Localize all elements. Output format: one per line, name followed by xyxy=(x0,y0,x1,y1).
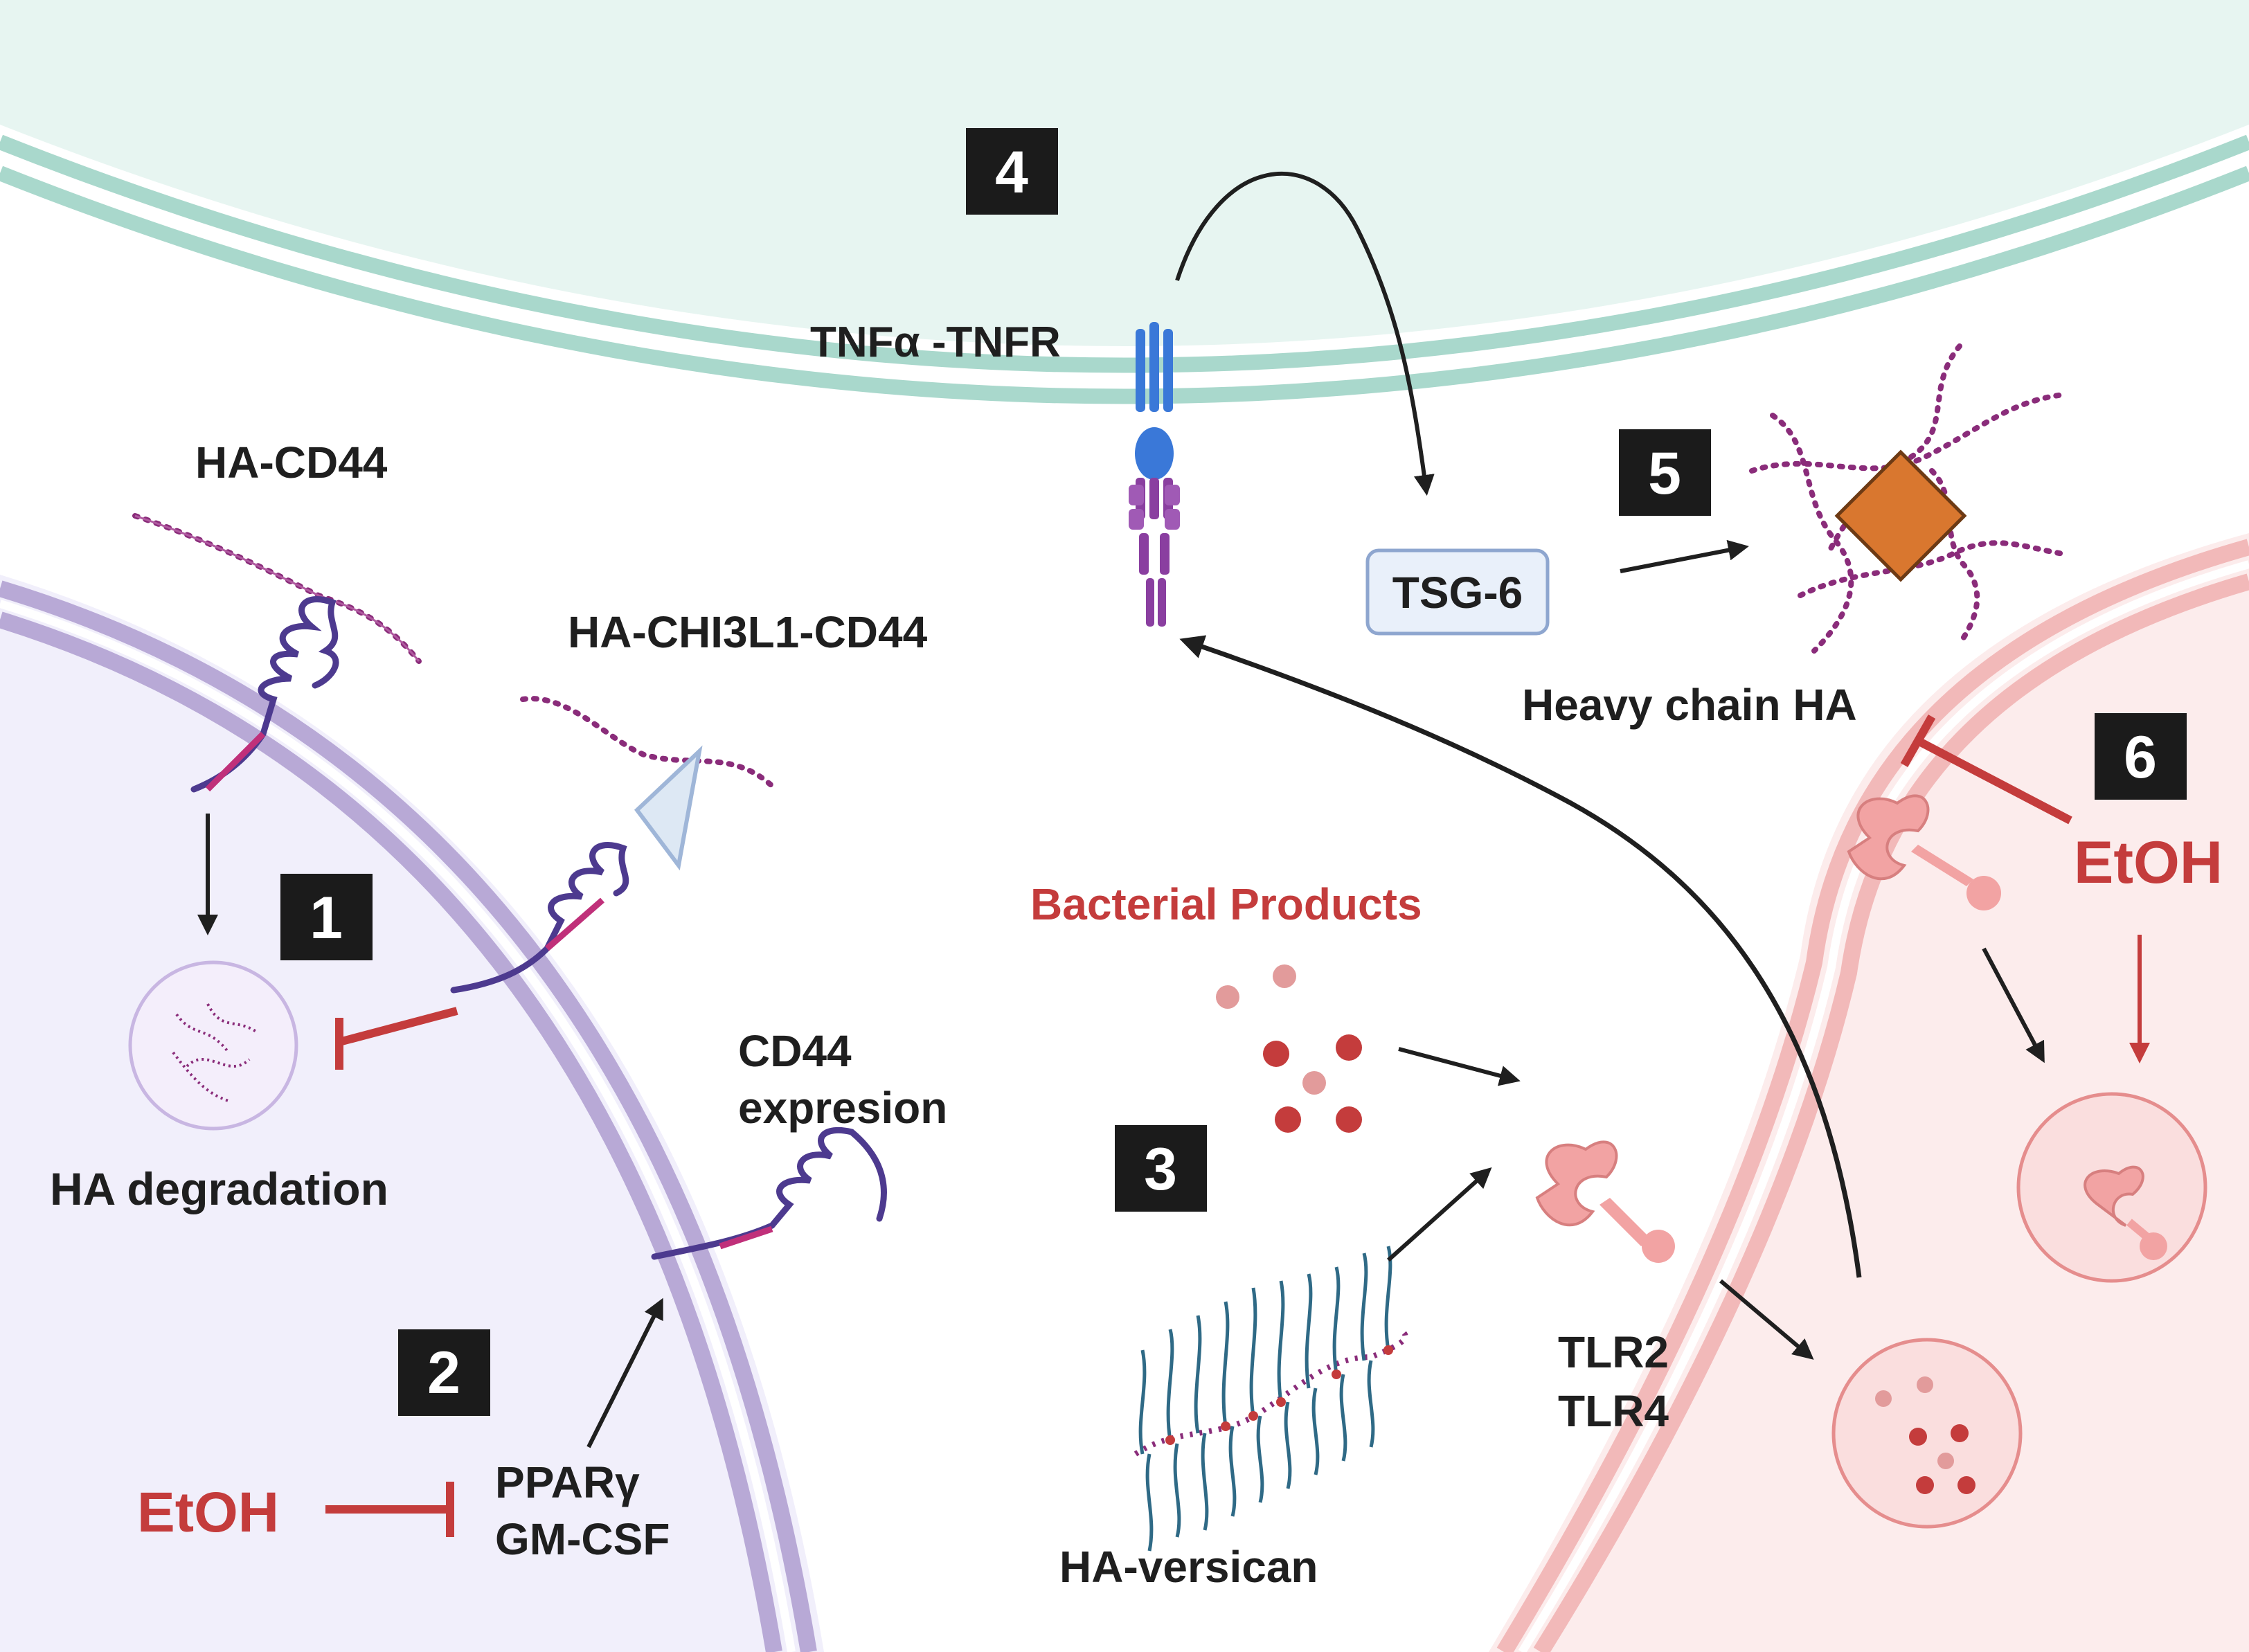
svg-text:3: 3 xyxy=(1144,1136,1177,1203)
svg-text:1: 1 xyxy=(310,885,343,951)
label-ha-versican: HA-versican xyxy=(1059,1542,1318,1592)
svg-text:6: 6 xyxy=(2124,724,2157,791)
step-badge-3: 3 xyxy=(1115,1125,1207,1212)
tlr-receptor-lower xyxy=(1535,1140,1675,1263)
inhibit-etoh-pparg xyxy=(325,1482,454,1537)
inhibit-to-degradation xyxy=(335,1007,458,1070)
ha-chi3l1-cd44-complex xyxy=(450,696,778,994)
label-ha-cd44: HA-CD44 xyxy=(195,438,388,487)
label-ha-chi3l1-cd44: HA-CHI3L1-CD44 xyxy=(568,607,928,657)
arrow-tlr-to-endosome-right xyxy=(1982,947,2045,1063)
label-cd44-expression-line2: expresion xyxy=(738,1083,947,1133)
arrow-tsg6-to-heavy-chain xyxy=(1620,539,1749,573)
arrow-to-cd44-expression xyxy=(586,1298,663,1448)
label-gmcsf: GM-CSF xyxy=(495,1514,670,1564)
tnfr-receptor xyxy=(1129,322,1180,627)
arrow-tnfr-to-tsg6 xyxy=(1175,172,1435,496)
cd44-expression-receptor xyxy=(651,1126,887,1260)
arrow-endosome-to-tnfr xyxy=(1179,635,1862,1278)
bacterial-products-dots xyxy=(1216,964,1362,1133)
ha-versican-structure xyxy=(1134,1246,1408,1552)
label-tlr2: TLR2 xyxy=(1558,1327,1669,1377)
arrow-versican-to-tlr xyxy=(1386,1167,1492,1262)
label-pparg: PPARγ xyxy=(495,1457,640,1507)
heavy-chain-ha-complex xyxy=(1749,343,2066,654)
tlr-receptor-upper xyxy=(1847,794,2001,910)
label-heavy-chain-ha: Heavy chain HA xyxy=(1522,680,1857,730)
label-tlr4: TLR4 xyxy=(1558,1386,1669,1436)
svg-text:2: 2 xyxy=(427,1340,460,1406)
label-bacterial-products: Bacterial Products xyxy=(1030,879,1422,929)
arrow-tlr-to-endosome-lower xyxy=(1719,1279,1814,1360)
top-cell xyxy=(0,0,2249,404)
ha-cd44-complex xyxy=(132,513,422,793)
label-etoh-right: EtOH xyxy=(2074,829,2223,896)
step-badge-6: 6 xyxy=(2095,713,2187,800)
svg-text:5: 5 xyxy=(1648,440,1681,507)
tsg6-box xyxy=(1365,548,1550,636)
step-badge-1: 1 xyxy=(280,874,373,960)
step-badge-5: 5 xyxy=(1619,429,1711,516)
endosome-bacteria xyxy=(1831,1338,2023,1529)
label-etoh-left: EtOH xyxy=(137,1481,279,1544)
label-ha-degradation: HA degradation xyxy=(50,1163,388,1214)
label-cd44-expression-line1: CD44 xyxy=(738,1026,852,1076)
left-cell xyxy=(0,575,824,1652)
endosome-right xyxy=(2016,1092,2207,1283)
step-badge-2: 2 xyxy=(398,1329,490,1416)
label-tnfa-tnfr: TNFα -TNFR xyxy=(810,318,1061,366)
lysosome-ha-degradation xyxy=(128,960,298,1131)
svg-text:4: 4 xyxy=(995,139,1028,206)
step-badge-4: 4 xyxy=(966,128,1058,215)
label-tsg6: TSG-6 xyxy=(1392,568,1523,618)
inhibit-etoh-heavy-chain xyxy=(1900,715,2072,825)
arrow-bacteria-to-tlr xyxy=(1398,1047,1521,1086)
